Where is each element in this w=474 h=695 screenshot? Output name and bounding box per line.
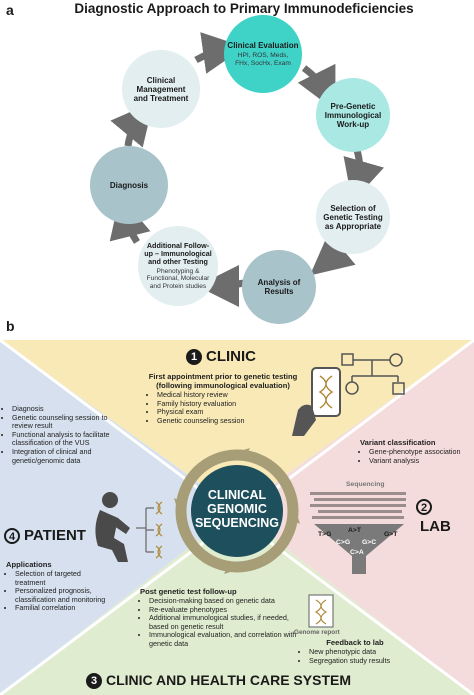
node-selection-genetic-testing: Selection of Genetic Testing as Appropri… [316,180,390,254]
system-item: Immunological evaluation, and correlatio… [149,631,300,648]
sequencing-label: Sequencing [346,481,385,488]
lab-number: 2 [416,499,432,516]
mutation-label: T>G [318,531,332,538]
system-heading: Post genetic test follow-up [140,587,237,596]
system-quadrant [0,510,474,695]
node-detail: Phenotyping & Functional, Molecular and … [146,267,210,290]
patient-block: Diagnosis Genetic counseling session to … [4,404,120,465]
patient-illustration [95,492,163,562]
node-title: Selection of Genetic Testing as Appropri… [323,203,383,231]
lab-label: LAB [420,518,451,535]
node-title: Additional Follow-up – Immunological and… [144,240,212,266]
patient-number: 4 [4,528,20,545]
clinic-number: 1 [186,349,202,366]
patient-quadrant [0,340,237,695]
mutation-label: G>C [362,539,377,546]
clinic-item: Medical history review [157,390,298,400]
lab-item: Gene-phenotype association [369,447,466,457]
patient-item: Functional analysis to facilitate classi… [12,430,120,448]
clinic-item: Family history evaluation [157,399,298,409]
clinic-heading: First appointment prior to genetic testi… [148,372,298,390]
node-title: Clinical Management and Treatment [133,75,189,103]
node-detail: HPI, ROS, Meds, FHx, SocHx, Exam [235,51,291,67]
mutation-label: C>A [350,549,364,556]
clinic-label: CLINIC [206,348,256,365]
genome-report-label: Genome report [294,629,340,636]
dna-branch-icon [136,501,163,559]
feedback-item: Segregation study results [309,656,410,666]
application-item: Personalized prognosis, classification a… [15,586,112,604]
lab-item: Variant analysis [369,456,466,466]
center-line-2: GENOMIC [207,502,267,516]
clinic-item: Physical exam [157,408,298,417]
node-additional-follow-up: Additional Follow-up – Immunological and… [138,226,218,306]
arrow-7 [194,32,245,74]
phone-dna-icon [292,367,341,436]
funnel-icon [314,524,404,574]
arrow-2 [343,149,384,203]
node-title: Diagnosis [109,180,149,190]
feedback-block: Feedback to lab New phenotypic data Segr… [300,638,410,665]
patient-label: PATIENT [24,527,86,544]
system-number: 3 [86,673,102,690]
pedigree-icon [341,353,405,395]
patient-item: Genetic counseling session to review res… [12,413,120,431]
arrow-1 [297,63,336,111]
node-pre-genetic-workup: Pre-Genetic Immunological Work-up [316,78,390,152]
application-item: Familial correlation [15,604,112,613]
system-item: Re-evaluate phenotypes [149,605,300,615]
applications-heading: Applications [6,560,52,569]
feedback-heading: Feedback to lab [326,638,384,647]
clinic-block: First appointment prior to genetic testi… [148,372,298,425]
patient-item: Integration of clinical and genetic/geno… [12,447,120,465]
patient-item: Diagnosis [12,404,120,414]
node-title: Analysis of Results [257,278,301,296]
node-clinical-management: Clinical Management and Treatment [122,50,200,128]
mutation-label: G>T [384,531,398,538]
center-line-1: CLINICAL [207,488,267,502]
system-block: Post genetic test follow-up Decision-mak… [140,587,300,649]
lab-block: Variant classification Gene-phenotype as… [360,438,466,465]
application-item: Selection of targeted treatment [15,569,112,587]
center-line-3: SEQUENCING [194,516,280,530]
lab-heading: Variant classification [360,438,436,447]
applications-block: Applications Selection of targeted treat… [6,560,112,613]
node-title: Clinical Evaluation [227,40,299,50]
panel-a-label: a [6,2,14,18]
genome-report-icon [308,594,334,628]
node-analysis-results: Analysis of Results [242,250,316,324]
node-title: Pre-Genetic Immunological Work-up [324,101,382,129]
sequencing-funnel-illustration [310,492,406,574]
system-item: Additional immunological studies, if nee… [149,613,300,631]
mutation-label: C>G [336,539,351,546]
system-item: Decision-making based on genetic data [149,596,300,606]
panel-a-title: Diagnostic Approach to Primary Immunodef… [74,1,414,16]
sequencing-cycle-ring [174,448,300,574]
arrow-6 [110,101,154,148]
center-label: CLINICAL GENOMIC SEQUENCING [190,488,284,530]
lab-title: 2 [416,498,432,516]
clinic-illustration [292,353,405,436]
node-diagnosis: Diagnosis [90,146,168,224]
feedback-item: New phenotypic data [309,647,410,657]
node-clinical-evaluation: Clinical Evaluation HPI, ROS, Meds, FHx,… [224,15,302,93]
panel-b-label: b [6,318,15,334]
seated-person-icon [95,492,130,562]
system-label: CLINIC AND HEALTH CARE SYSTEM [106,672,351,688]
arrow-4 [197,264,245,307]
sequence-reads [310,492,406,519]
clinic-item: Genetic counseling session [157,416,298,426]
mutation-label: A>T [348,527,362,534]
